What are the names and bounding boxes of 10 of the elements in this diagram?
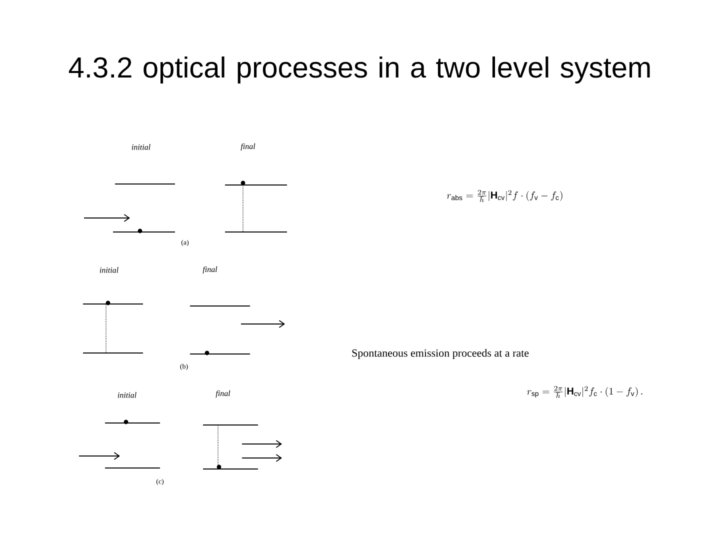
panel-heading: initial bbox=[132, 144, 150, 150]
formula: $r_{\mathrm{sp}} = \frac{2\pi}{\hbar}|\mathbf{H}_{\mathrm{cv}}|^2 f_{\mathrm{c}}\cdot(1 - f_{\mathrm{v}})\,.$ bbox=[527, 386, 642, 398]
panel-heading: initial bbox=[100, 267, 118, 273]
panel-heading: final bbox=[240, 143, 256, 151]
panel-heading: final bbox=[216, 390, 230, 398]
panel-heading: initial bbox=[118, 392, 136, 398]
formula: $r_{\mathrm{abs}} = \frac{2\pi}{\hbar}|\mathbf{H}_{\mathrm{cv}}|^2 f\cdot(f_{\mathrm{v}} - f_{\mathrm{c}})$ bbox=[446, 190, 562, 202]
title: 4.3.2 optical processes in a two level system bbox=[68, 56, 650, 84]
text-line: Spontaneous emission proceeds at a rate bbox=[352, 349, 529, 359]
panel-heading: final bbox=[202, 266, 218, 274]
